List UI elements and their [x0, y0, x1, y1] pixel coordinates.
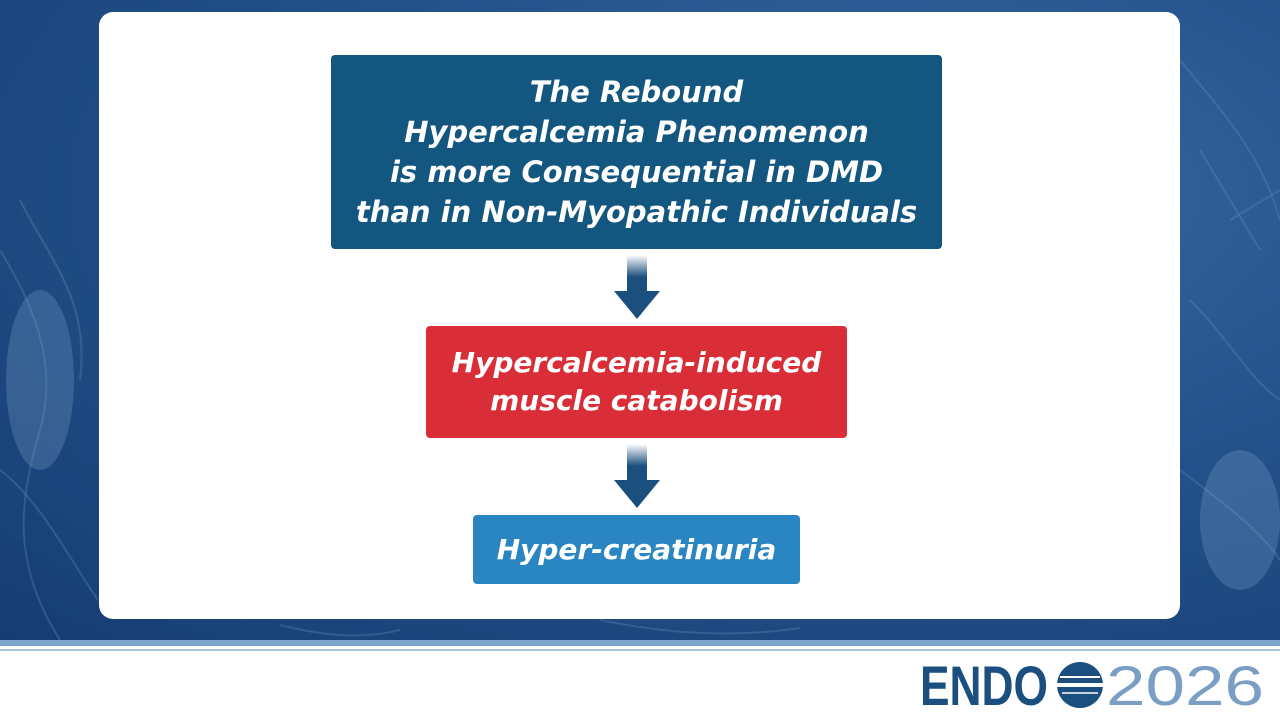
down-arrow-icon — [614, 444, 660, 508]
endo-2026-logo: ENDO 2026 — [920, 654, 1264, 717]
box-top-line-3: is more Consequential in DMD — [389, 155, 884, 189]
box-top-line-1: The Rebound — [529, 75, 744, 109]
down-arrow-icon — [614, 255, 660, 319]
box-mid-line-2: muscle catabolism — [490, 384, 783, 417]
content-panel: The Rebound Hypercalcemia Phenomenon is … — [99, 12, 1180, 619]
footer-stripe — [0, 640, 1280, 646]
globe-icon — [1057, 662, 1103, 708]
footer-stripe-gap — [0, 646, 1280, 649]
logo-year-text: 2026 — [1106, 654, 1264, 717]
box-hyper-creatinuria: Hyper-creatinuria — [473, 515, 800, 584]
footer-stripe-thin — [0, 649, 1280, 651]
box-mid-line-1: Hypercalcemia-induced — [451, 346, 822, 379]
box-muscle-catabolism: Hypercalcemia-induced muscle catabolism — [426, 326, 847, 438]
box-rebound-hypercalcemia: The Rebound Hypercalcemia Phenomenon is … — [331, 55, 942, 249]
box-top-line-4: than in Non-Myopathic Individuals — [355, 195, 918, 229]
logo-brand-text: ENDO — [920, 654, 1048, 717]
box-bot-line-1: Hyper-creatinuria — [496, 532, 777, 566]
box-top-line-2: Hypercalcemia Phenomenon — [404, 115, 869, 149]
